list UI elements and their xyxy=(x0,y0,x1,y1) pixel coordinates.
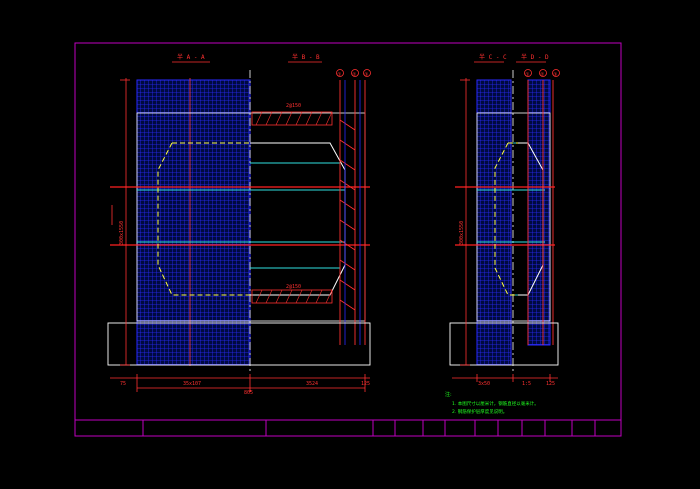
footing-right xyxy=(449,322,559,366)
dim-right-width-b: 1:5 xyxy=(522,381,531,387)
dim-left-bottom: 2@150 xyxy=(286,284,301,290)
rebar-mesh-right-a xyxy=(476,79,512,366)
dim-left-edge-b: 125 xyxy=(361,381,370,387)
notes-title: 注: xyxy=(445,391,452,398)
footing-left xyxy=(107,322,371,366)
section-title-dd: 半 D - D xyxy=(521,53,549,61)
rebar-mesh-right-b xyxy=(527,79,551,346)
drawing-frame xyxy=(74,42,622,437)
dim-left-width-a: 35x107 xyxy=(183,381,201,387)
void-outline-right xyxy=(494,142,518,296)
dim-left-edge-a: 75 xyxy=(120,381,126,387)
axis-marker-3: ③ xyxy=(364,72,368,78)
axis-marker-1: ① xyxy=(337,72,342,78)
dim-left-vertical: 300x1550 xyxy=(119,221,125,245)
dim-right-width-a: 3x50 xyxy=(478,381,490,387)
notes-line-2: 2. 钢筋保护层厚度见说明。 xyxy=(452,408,507,415)
left-view: 半 A - A 半 B - B xyxy=(107,53,371,396)
axis-marker-1-right: ① xyxy=(525,72,530,78)
title-block xyxy=(75,419,621,436)
axis-marker-3-right: ③ xyxy=(553,72,557,78)
section-title-bb: 半 B - B xyxy=(292,53,320,61)
dim-right-edge: 125 xyxy=(546,381,555,387)
right-view: 半 C - C 半 D - D ① ② ③ xyxy=(449,53,560,387)
dim-left-top: 2@150 xyxy=(286,103,301,109)
notes-line-1: 1. 本图尺寸以厘米计，钢筋直径以毫米计。 xyxy=(452,400,539,407)
rebar-mesh-left xyxy=(136,79,251,366)
dim-left-total: 805 xyxy=(244,390,253,396)
axis-marker-2-right: ② xyxy=(540,72,545,78)
dim-left-width-b: 3524 xyxy=(306,381,318,387)
section-title-aa: 半 A - A xyxy=(177,53,205,61)
void-outline-left xyxy=(157,142,250,296)
notes: 注: 1. 本图尺寸以厘米计，钢筋直径以毫米计。 2. 钢筋保护层厚度见说明。 xyxy=(445,391,539,415)
section-title-cc: 半 C - C xyxy=(479,53,507,61)
axis-marker-2: ② xyxy=(352,72,357,78)
dim-right-vertical: 300x1550 xyxy=(459,221,465,245)
